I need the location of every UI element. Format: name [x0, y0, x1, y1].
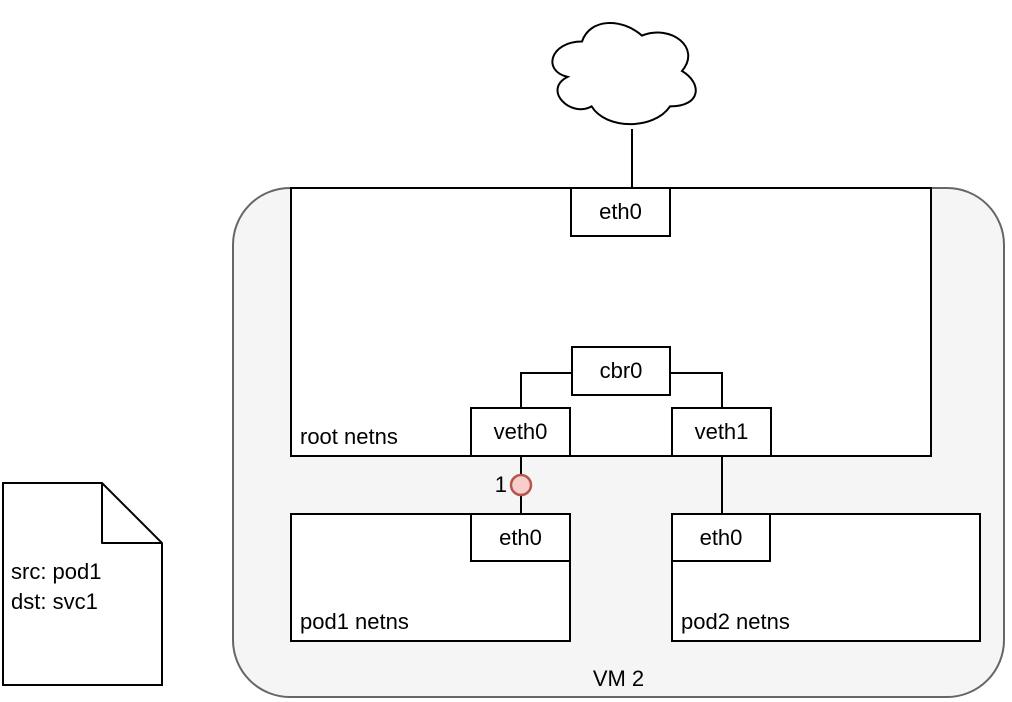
- host-eth0-label: eth0: [599, 199, 642, 224]
- veth0-box: veth0: [470, 407, 571, 457]
- pod2-netns-label: pod2 netns: [681, 609, 790, 634]
- root-netns-label: root netns: [300, 424, 398, 449]
- pod1-eth0-box: eth0: [470, 513, 571, 562]
- pod2-netns-box: pod2 netns: [671, 513, 981, 642]
- note-src-line: src: pod1: [11, 559, 102, 584]
- cbr0-bridge-label: cbr0: [599, 358, 643, 383]
- cbr0-bridge-box: cbr0: [571, 346, 671, 396]
- packet-note-fold: [101, 483, 162, 544]
- pod2-eth0-box: eth0: [671, 513, 771, 562]
- vm2-label: VM 2: [592, 666, 645, 691]
- pod1-netns-label: pod1 netns: [300, 609, 409, 634]
- note-dst-line: dst: svc1: [11, 589, 98, 614]
- packet-note-text: src: pod1 dst: svc1: [11, 557, 102, 617]
- host-eth0-box: eth0: [570, 187, 671, 237]
- veth0-label: veth0: [493, 419, 548, 444]
- pod1-eth0-label: eth0: [499, 524, 542, 550]
- hop-marker-label: 1: [494, 472, 507, 497]
- veth1-box: veth1: [671, 407, 772, 457]
- pod2-eth0-label: eth0: [699, 524, 743, 550]
- internet-cloud-shape: [551, 22, 697, 125]
- veth1-label: veth1: [694, 419, 749, 444]
